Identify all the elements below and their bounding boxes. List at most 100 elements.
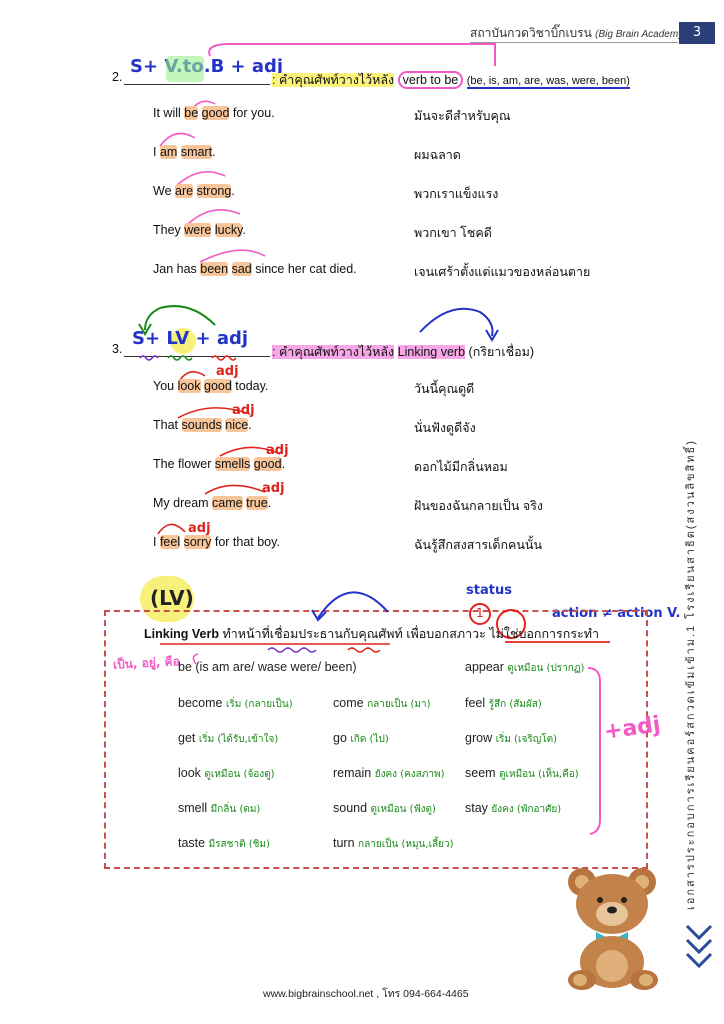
- section3-blank-line: [124, 356, 270, 357]
- s2-r5-pre: Jan has: [153, 262, 201, 276]
- lv-note: ดูเหมือน (จ้องดู): [204, 769, 275, 780]
- s2-r4-verb: were: [184, 223, 212, 237]
- s3-r3-adj: good: [253, 457, 282, 471]
- section3-title-verb: Linking verb: [397, 345, 466, 359]
- lv-appear-note: ดูเหมือน (ปรากฏ): [507, 663, 585, 674]
- s2-row-3-th: พวกเราแข็งแรง: [414, 187, 499, 201]
- lv-note: กลายเป็น (มา): [367, 699, 431, 710]
- s2-r1-post: for you.: [229, 106, 275, 120]
- s3-row-1-en: You look good today.: [153, 379, 268, 393]
- s2-r3-pre: We: [153, 184, 175, 198]
- lv-title-squiggle-2: [347, 647, 381, 653]
- s2-r5-verb: been: [200, 262, 229, 276]
- side-copyright-text: เอกสารประกอบการเรียนคอร์สกวดเข้มเข้าม.1 …: [685, 439, 697, 910]
- lv-word: taste: [178, 836, 206, 850]
- lv-title-en: Linking Verb: [144, 627, 220, 641]
- s3-r1-adj: good: [204, 379, 232, 393]
- lv-note: มีกลิ่น (ดม): [210, 804, 261, 815]
- s2-row-3-en: We are strong.: [153, 184, 235, 198]
- s3-r4-verb: came: [212, 496, 243, 510]
- s2-r2-adj: smart: [180, 145, 213, 159]
- teddy-bear-icon: [568, 868, 658, 990]
- lv-note: เริ่ม (กลายเป็น): [225, 699, 293, 710]
- school-name: สถาบันกวดวิชาบิ๊กเบรน: [470, 26, 592, 40]
- left-note: เป็น, อยู่, คือ: [112, 654, 181, 672]
- footer-contact: www.bigbrainschool.net , โทร 094-664-446…: [263, 988, 469, 1000]
- section3-green-arrowhead: [138, 323, 152, 336]
- section2-blank-line: [124, 84, 270, 85]
- s2-r1-pre: It will: [153, 106, 185, 120]
- lv-tag: (LV): [150, 586, 194, 610]
- s2-row-1-en: It will be good for you.: [153, 106, 275, 120]
- lv-box-annotations: [160, 591, 610, 835]
- section3-title: : คำคุณศัพท์วางไว้หลัง Linking verb (กริ…: [272, 342, 534, 362]
- squiggle-lv: [167, 355, 193, 361]
- s3-row-2-en: That sounds nice.: [153, 418, 252, 432]
- s2-r2-pre: I: [153, 145, 160, 159]
- academy-name: Big Brain Academy: [598, 29, 684, 40]
- section2-title: : คำคุณศัพท์วางไว้หลัง verb to be (be, i…: [272, 70, 630, 90]
- circle-one: [469, 603, 491, 625]
- s3-row-1-th: วันนี้คุณดูดี: [414, 382, 475, 396]
- s2-r1-adj: good: [201, 106, 230, 120]
- s2-r2-post: .: [212, 145, 216, 159]
- s3-r2-verb: sounds: [181, 418, 222, 432]
- lv-word: look: [178, 766, 201, 780]
- adj-mark-3: adj: [266, 443, 289, 458]
- lv-word: get: [178, 731, 196, 745]
- lv-r4c3: stay ยังคง (พักอาศัย): [465, 801, 561, 817]
- section2-title-prefix: : คำคุณศัพท์วางไว้หลัง: [272, 73, 395, 87]
- s3-r2-post: .: [248, 418, 252, 432]
- header-rule: [470, 42, 678, 43]
- lv-word: feel: [465, 696, 486, 710]
- lv-r3c2: remain ยังคง (คงสภาพ): [333, 766, 444, 782]
- s3-r4-adj: true: [246, 496, 268, 510]
- row3-4-arc: [204, 484, 266, 495]
- section2-formula-hl: [166, 56, 204, 82]
- s3-r1-post: today.: [231, 379, 269, 393]
- s3-r5-adj: sorry: [183, 535, 212, 549]
- section2-title-forms: (be, is, am, are, was, were, been): [466, 75, 630, 89]
- s3-row-4-th: ฝันของฉันกลายเป็น จริง: [414, 499, 544, 513]
- s3-r4-post: .: [267, 496, 272, 510]
- section3-title-prefix: : คำคุณศัพท์วางไว้หลัง: [272, 345, 395, 359]
- row2-2-arc: [159, 132, 196, 147]
- s3-r3-pre: The flower: [153, 457, 215, 471]
- row3-5-arc: [157, 523, 186, 535]
- row2-5-arc: [199, 249, 266, 263]
- adj-mark-5: adj: [188, 521, 211, 536]
- lv-note: ดูเหมือน (เห็น,คือ): [499, 769, 579, 780]
- lv-box-title: Linking Verb ทำหน้าที่เชื่อมประธานกับคุณ…: [144, 624, 599, 644]
- s2-row-2-en: I am smart.: [153, 145, 216, 159]
- lv-note: เริ่ม (เจริญโต): [495, 734, 557, 745]
- chevron-down-icon: [685, 924, 713, 969]
- lv-word: stay: [465, 801, 488, 815]
- lv-word: sound: [333, 801, 368, 815]
- lv-r1c3: feel รู้สึก (สัมผัส): [465, 696, 542, 712]
- lv-note: มีรสชาติ (ชิม): [208, 839, 270, 850]
- s2-row-5-en: Jan has been sad since her cat died.: [153, 262, 357, 276]
- lv-word: grow: [465, 731, 493, 745]
- s2-row-2-th: ผมฉลาด: [414, 148, 461, 162]
- lv-blue-arrowhead: [311, 609, 327, 622]
- s3-r1-verb: look: [177, 379, 201, 393]
- lv-word: remain: [333, 766, 372, 780]
- s3-r5-post: for that boy.: [211, 535, 280, 549]
- lv-r3c1: look ดูเหมือน (จ้องดู): [178, 766, 275, 782]
- section3-blue-arrowhead: [485, 329, 499, 342]
- section3-blue-arrow: [419, 307, 494, 337]
- lv-note: ยังคง (พักอาศัย): [491, 804, 562, 815]
- section3-green-arrow: [144, 305, 216, 331]
- lv-note: เริ่ม (ได้รับ,เข้าใจ): [198, 734, 279, 745]
- section2-title-verb: verb to be: [397, 71, 464, 89]
- lv-title-th: ทำหน้าที่เชื่อมประธานกับคุณศัพท์ เพื่อบอ…: [222, 627, 600, 641]
- lv-r2c3: grow เริ่ม (เจริญโต): [465, 731, 557, 747]
- s3-r5-verb: feel: [159, 535, 181, 549]
- lv-word: turn: [333, 836, 355, 850]
- lv-r2c2: go เกิด (ไป): [333, 731, 389, 747]
- section2-arrow: [208, 43, 496, 66]
- s2-r1-verb: be: [184, 106, 199, 120]
- s2-row-5-th: เจนเศร้าตั้งแต่แมวของหล่อนตาย: [414, 265, 591, 279]
- s2-r3-adj: strong: [196, 184, 232, 198]
- section3-formula: S+ LV + adj: [132, 328, 248, 349]
